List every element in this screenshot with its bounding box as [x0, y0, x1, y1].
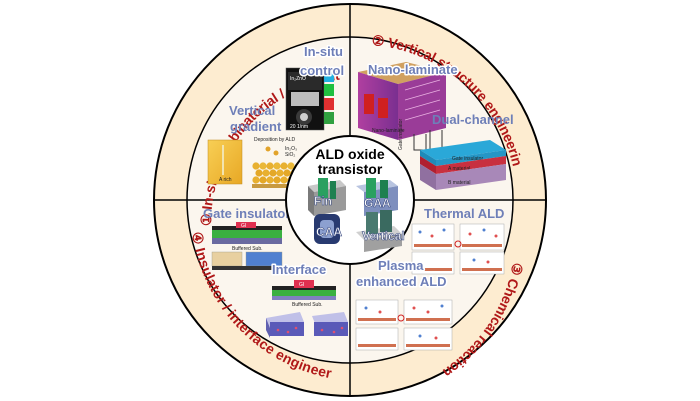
quadrant-top-right: Nano-laminate Nano-laminate Nano-laminat… [358, 61, 514, 190]
quadrant-bottom-left: Gate insulator GI Buffered Sub. Interfac… [203, 206, 348, 338]
svg-text:SiO₂: SiO₂ [285, 152, 295, 158]
center-title-line2: transistor [318, 161, 383, 177]
quadrant-bottom-right: Thermal ALD Plasma Plasma enhanced ALD e… [355, 206, 505, 351]
svg-text:Fin: Fin [314, 194, 332, 208]
label-dual-channel: Dual-channel [432, 112, 514, 127]
svg-text:Vertical: Vertical [362, 229, 405, 243]
device-vertical: Vertical [356, 210, 405, 252]
svg-text:Deposition by ALD: Deposition by ALD [254, 137, 296, 143]
label-gate-insulator: Gate insulator [203, 206, 290, 221]
label-in-situ: In-situ [304, 44, 343, 59]
svg-text:In-situ: In-situ [304, 44, 343, 59]
svg-text:GI: GI [241, 223, 246, 229]
svg-text:GI: GI [299, 282, 304, 288]
interface-image: GI Buffered Sub. [266, 280, 348, 338]
svg-text:Buffered Sub.: Buffered Sub. [292, 302, 323, 308]
svg-text:Buffered Sub.: Buffered Sub. [232, 246, 263, 252]
label-gradient: gradient [230, 119, 282, 134]
label-control: control [300, 63, 344, 78]
svg-text:Gate insulator: Gate insulator [452, 156, 483, 162]
svg-text:A rich: A rich [219, 177, 232, 183]
svg-text:Gate insulator: Gate insulator [398, 119, 404, 150]
svg-text:In₂O₃: In₂O₃ [285, 146, 297, 152]
svg-text:enhanced ALD: enhanced ALD [356, 274, 447, 289]
svg-text:Plasma: Plasma [378, 258, 424, 273]
svg-text:Nano-laminate: Nano-laminate [368, 62, 458, 77]
center-circle: ALD oxide transistor Fin GAA CAA [285, 135, 415, 265]
label-vertical: Vertical [229, 103, 275, 118]
svg-text:GAA: GAA [364, 196, 391, 210]
device-caa: CAA [314, 214, 343, 244]
svg-text:B material: B material [448, 180, 471, 186]
center-title-line1: ALD oxide [315, 146, 384, 162]
gate-insulator-image: GI Buffered Sub. [211, 222, 283, 270]
thermal-ald-image [411, 223, 505, 275]
label-nano-laminate: Nano-laminate [368, 62, 458, 77]
svg-text:Nano-laminate: Nano-laminate [372, 128, 405, 134]
gradient-bar-image: A rich [207, 139, 243, 185]
svg-text:Interface: Interface [272, 262, 326, 277]
svg-text:20 1/nm: 20 1/nm [290, 124, 308, 130]
label-thermal-ald: Thermal ALD [424, 206, 504, 221]
tem-image: In₂ZnO 20 1/nm [285, 67, 334, 131]
device-fin: Fin [308, 178, 346, 216]
svg-text:control: control [300, 63, 344, 78]
svg-text:CAA: CAA [316, 225, 342, 239]
svg-text:A material: A material [448, 166, 470, 172]
svg-text:In₂ZnO: In₂ZnO [290, 76, 306, 82]
nano-laminate-image: Nano-laminate [358, 62, 446, 140]
label-enhanced-ald: enhanced ALD [356, 274, 447, 289]
device-gaa: GAA [356, 178, 398, 216]
quadrant-top-left: In₂ZnO 20 1/nm In-situ In-situ control c… [207, 43, 346, 188]
label-plasma: Plasma [378, 258, 424, 273]
label-interface: Interface [272, 262, 326, 277]
plasma-ald-image [355, 299, 453, 351]
dual-channel-image: Gate insulator Gate insulator A material… [398, 119, 506, 190]
